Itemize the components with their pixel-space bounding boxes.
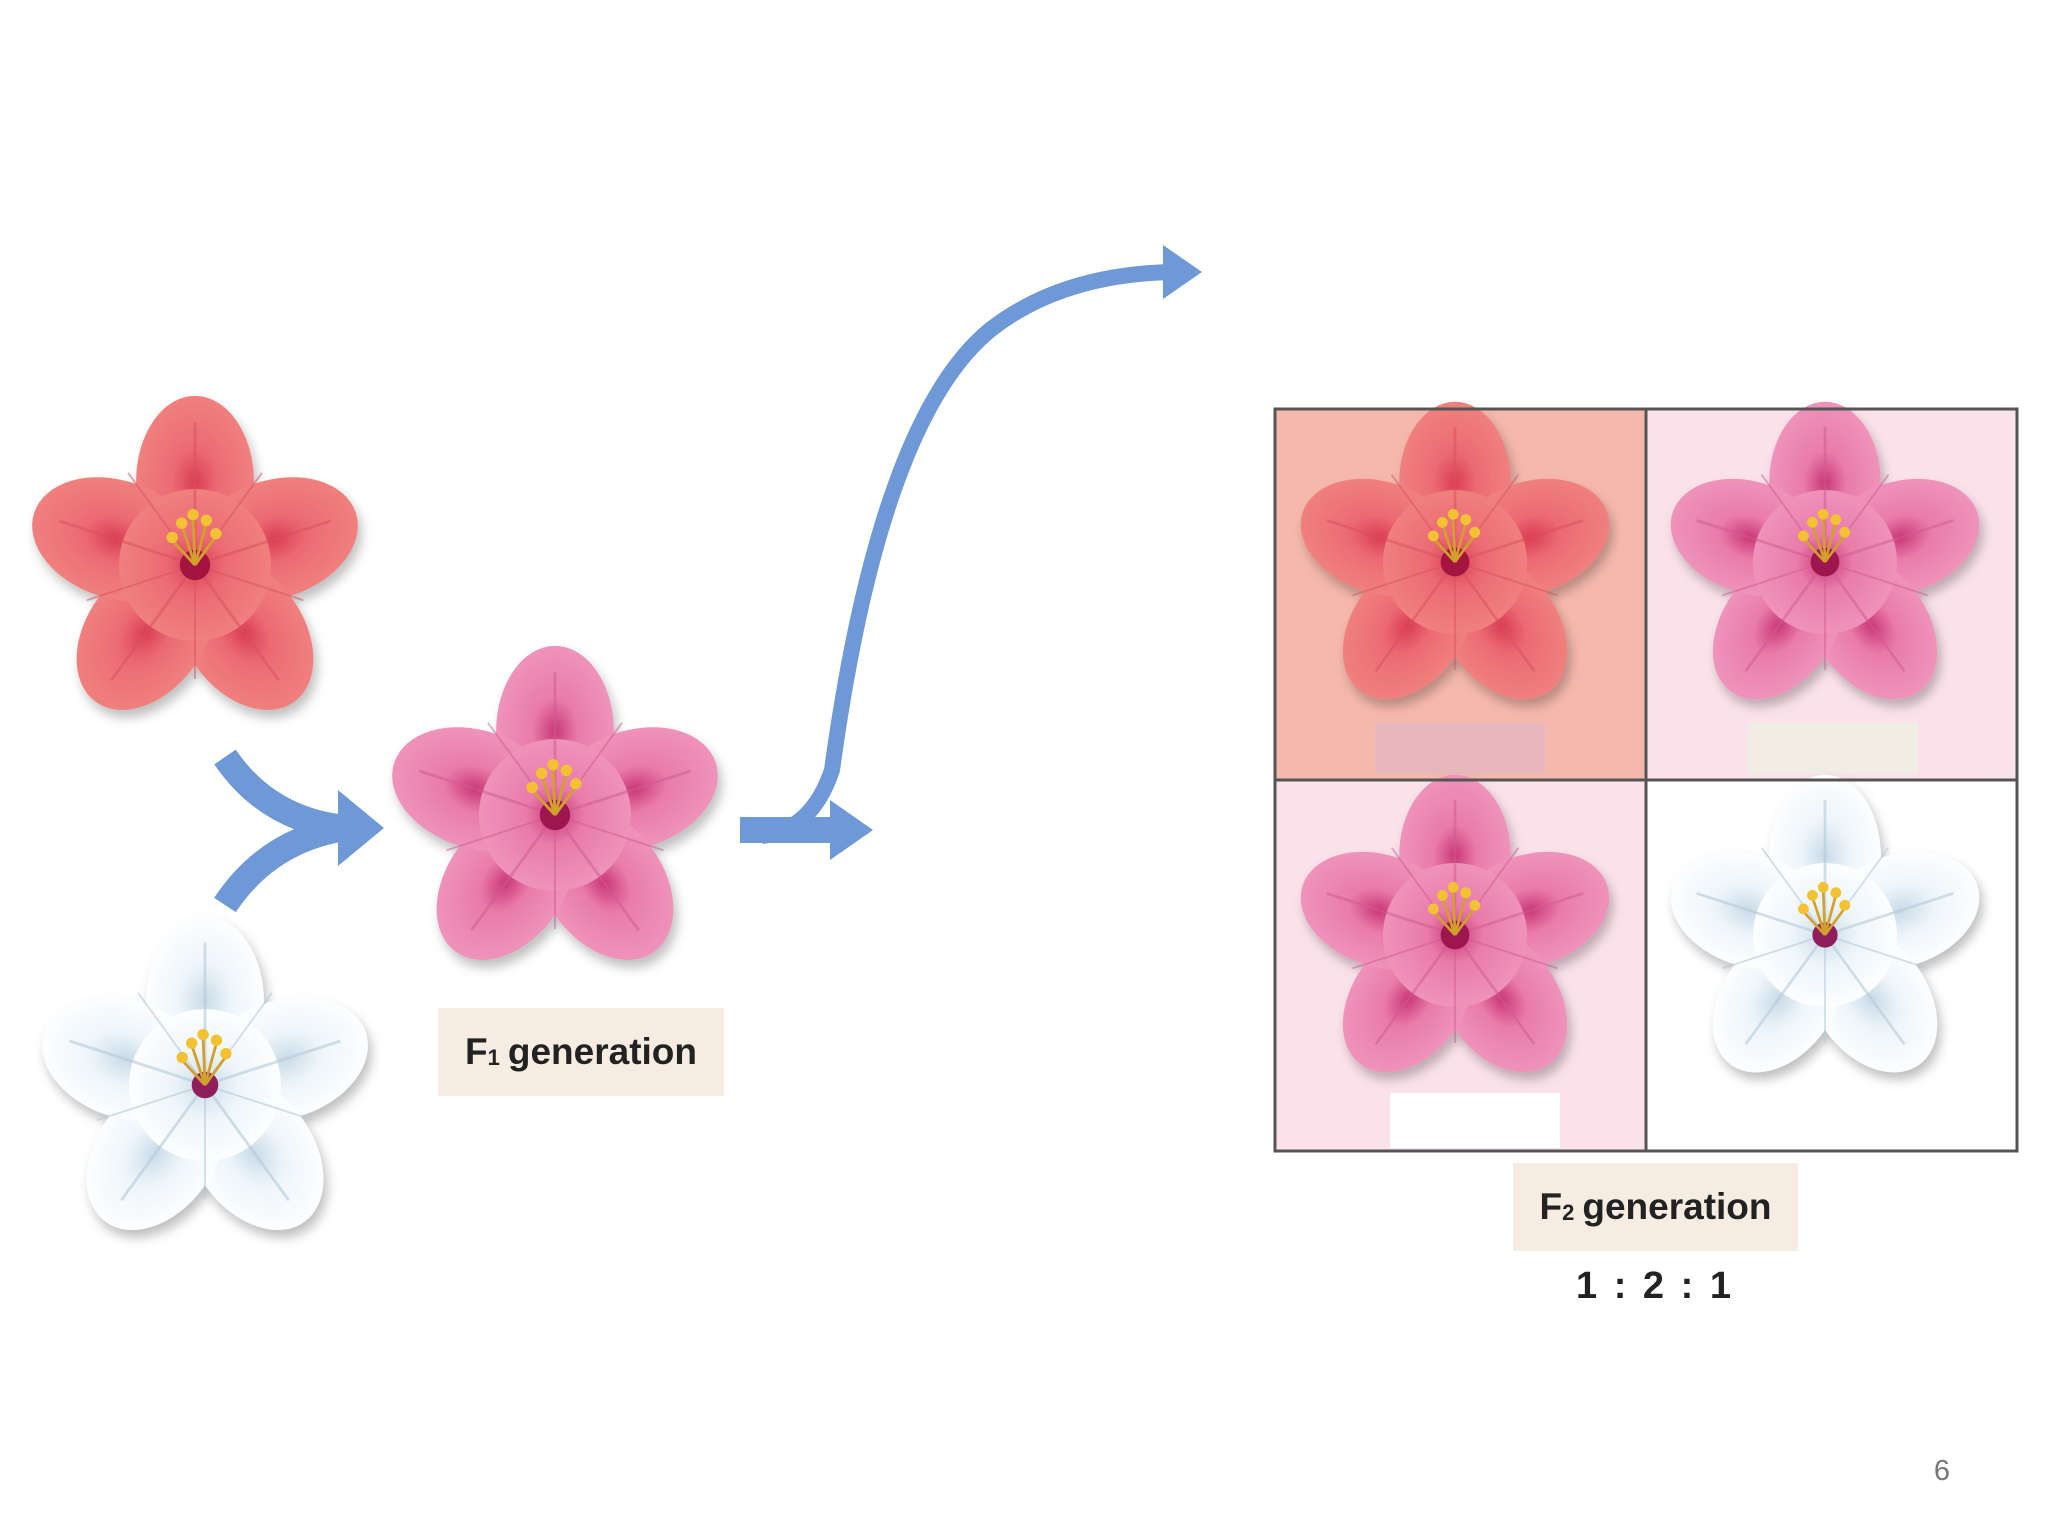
f2-white-flower (1655, 775, 1994, 1098)
f2-red-flower (1285, 402, 1624, 725)
parent-white-flower (26, 916, 384, 1257)
f1-to-f2-curved-arrow (760, 264, 1171, 844)
f2-cell-pink-bottom (1275, 780, 1646, 1151)
f2-pink-flower-bottom (1285, 775, 1624, 1098)
f2-ratio: 1 : 2 : 1 (1576, 1265, 1734, 1307)
f2-pink-flower-top (1655, 402, 1994, 725)
parent-red-flower (16, 396, 374, 737)
f2-punnett-grid (1273, 407, 2019, 1153)
cross-arrow-head (338, 790, 384, 866)
f2-cell-red (1275, 409, 1646, 780)
f1-to-f2-stub-arrowhead (830, 800, 873, 860)
f2-cell-red-patch (1375, 722, 1545, 774)
page-number: 6 (1933, 1455, 1950, 1487)
cross-arrow-from-red (214, 749, 347, 841)
f2-cell-pink-top (1646, 409, 2017, 780)
f1-word: generation (507, 1031, 697, 1072)
f1-pink-flower (376, 646, 734, 987)
f2-cell-white (1646, 780, 2017, 1151)
f2-letter: F (1539, 1186, 1563, 1227)
f2-cell-pink-top-patch (1748, 722, 1918, 774)
cross-arrow-from-white (214, 815, 348, 913)
f2-word: generation (1582, 1186, 1772, 1227)
f1-subscript: 1 (487, 1045, 500, 1070)
f2-subscript: 2 (1562, 1200, 1575, 1225)
f1-letter: F (465, 1031, 488, 1072)
f2-cell-pink-bottom-patch (1390, 1093, 1560, 1148)
f1-to-f2-curved-arrowhead (1163, 245, 1202, 299)
